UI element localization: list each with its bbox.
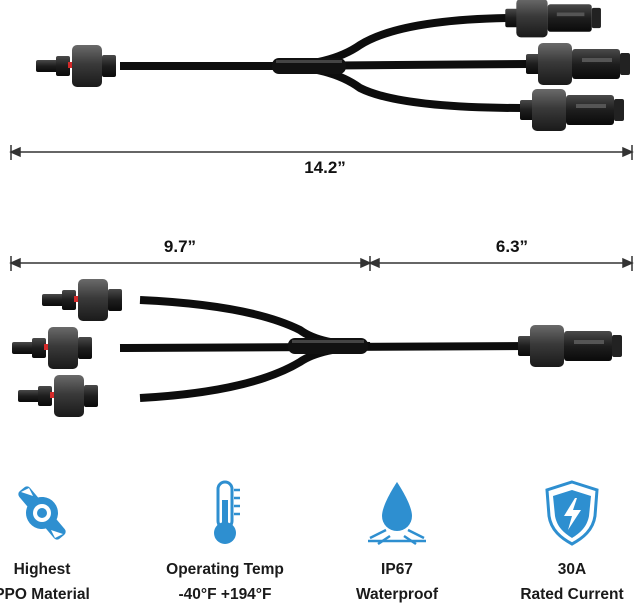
feature-waterproof: IP67 Waterproof (322, 478, 472, 607)
top-dimension-line (9, 145, 634, 160)
feature-current: 30A Rated Current (497, 478, 640, 607)
feature-current-line2: Rated Current (520, 586, 624, 603)
top-male-connector (36, 45, 116, 87)
bottom-left-length-label: 9.7” (163, 237, 197, 256)
wrench-bolt-icon (7, 478, 77, 548)
top-female-connector-1 (505, 0, 601, 38)
bottom-y-branch-cable (12, 279, 622, 417)
feature-waterproof-line2: Waterproof (355, 586, 439, 603)
lightning-shield-icon (537, 478, 607, 548)
feature-material: Highest PPO Material (0, 478, 117, 607)
water-drop-icon (362, 478, 432, 548)
top-length-label: 14.2” (304, 158, 346, 177)
cable-diagrams (9, 0, 634, 417)
bottom-male-connector-2 (12, 327, 92, 369)
feature-material-line2: PPO Material (0, 586, 90, 603)
bottom-male-connector-1 (42, 279, 122, 321)
bottom-dimension-lines (9, 256, 634, 271)
bottom-right-length-label: 6.3” (495, 237, 529, 256)
feature-material-line1: Highest (13, 561, 71, 578)
feature-temperature: Operating Temp -40°F +194°F (150, 478, 300, 607)
thermometer-icon (190, 478, 260, 548)
bottom-male-connector-3 (18, 375, 98, 417)
feature-temperature-line1: Operating Temp (166, 561, 284, 578)
top-y-branch-cable (36, 0, 630, 131)
top-female-connector-2 (526, 43, 630, 85)
feature-waterproof-line1: IP67 (381, 561, 413, 578)
bottom-female-connector (518, 325, 622, 367)
feature-current-line1: 30A (557, 561, 587, 578)
feature-temperature-line2: -40°F +194°F (178, 586, 272, 603)
top-female-connector-3 (520, 89, 624, 131)
